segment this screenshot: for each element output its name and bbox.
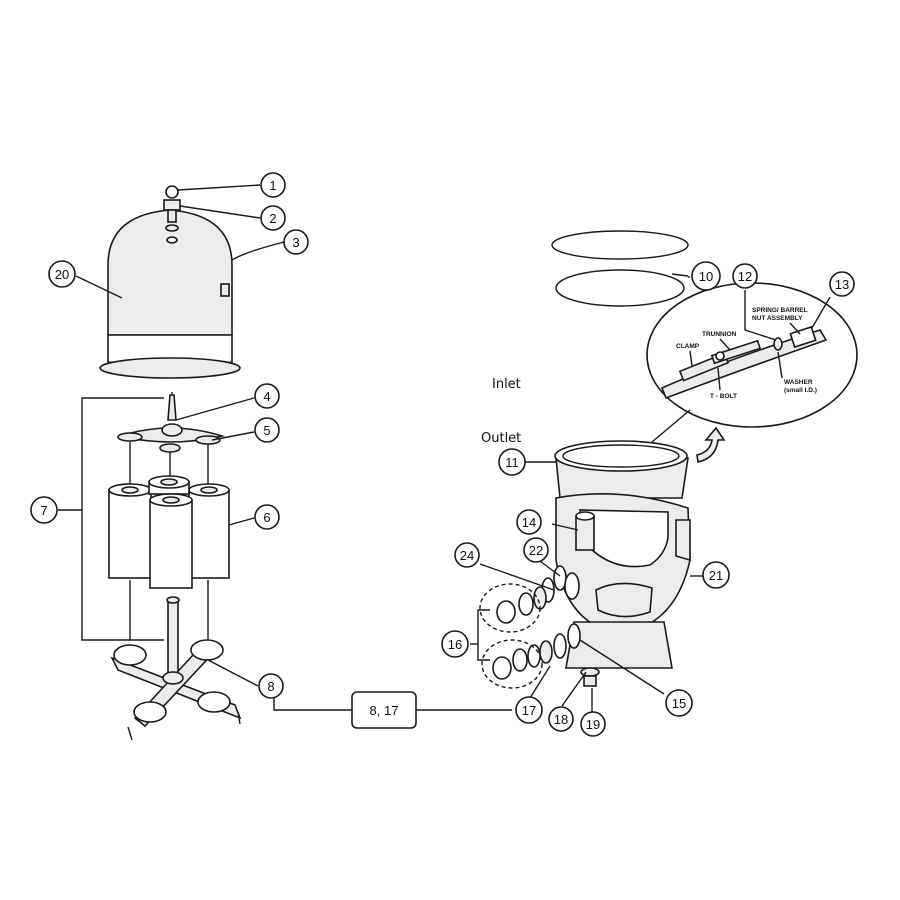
- outlet-union-fittings: [492, 623, 581, 680]
- svg-text:20: 20: [55, 267, 69, 282]
- callout-5: 5: [254, 417, 280, 443]
- callout-12: 12: [732, 263, 758, 289]
- combo-callout-box: 8, 17: [351, 691, 417, 729]
- callout-19: 19: [580, 711, 606, 737]
- dashed-group-rings: [479, 583, 543, 689]
- callout-18: 18: [548, 706, 574, 732]
- tank-body: [554, 440, 691, 687]
- spring-label-2: NUT ASSEMBLY: [752, 315, 803, 322]
- svg-text:7: 7: [40, 503, 47, 518]
- svg-text:8: 8: [267, 679, 274, 694]
- callout-2: 2: [260, 205, 286, 231]
- callout-15: 15: [665, 689, 693, 717]
- svg-text:3: 3: [292, 235, 299, 250]
- callout-24: 24: [454, 542, 480, 568]
- callout-8: 8: [258, 673, 284, 699]
- inlet-label: Inlet: [492, 377, 521, 392]
- combo-callout-text: 8, 17: [370, 703, 399, 718]
- svg-text:5: 5: [263, 423, 270, 438]
- svg-text:17: 17: [522, 703, 536, 718]
- o-ring: [551, 230, 689, 307]
- svg-text:1: 1: [269, 178, 276, 193]
- svg-text:2: 2: [269, 211, 276, 226]
- callout-16: 16: [441, 630, 469, 658]
- outlet-label: Outlet: [481, 431, 521, 446]
- trunnion-label: TRUNNION: [702, 331, 737, 338]
- callout-21: 21: [702, 561, 730, 589]
- spring-label-1: SPRING/ BARREL: [752, 307, 808, 314]
- inlet-union-fittings: [496, 565, 580, 624]
- callout-17: 17: [515, 696, 543, 724]
- manifold: [117, 392, 226, 453]
- svg-text:24: 24: [460, 548, 474, 563]
- filter-cartridges: [108, 441, 230, 640]
- callout-14: 14: [516, 509, 542, 535]
- svg-text:15: 15: [672, 696, 686, 711]
- spring-barrel-nut: [789, 325, 817, 349]
- callout-10: 10: [691, 261, 721, 291]
- svg-text:11: 11: [505, 455, 519, 470]
- detail-arrow-icon: [696, 426, 726, 463]
- svg-text:13: 13: [835, 277, 849, 292]
- tbolt-label: T - BOLT: [710, 393, 737, 400]
- washer-label-2: (small I.D.): [784, 387, 817, 394]
- callout-11: 11: [498, 448, 526, 476]
- clamp-detail-inset: [646, 282, 858, 428]
- svg-text:21: 21: [709, 568, 723, 583]
- svg-text:14: 14: [522, 515, 536, 530]
- callout-22: 22: [523, 537, 549, 563]
- callout-1: 1: [260, 172, 286, 198]
- svg-text:18: 18: [554, 712, 568, 727]
- leader-lines: [58, 184, 831, 712]
- pressure-gauge: [163, 185, 181, 244]
- callout-4: 4: [254, 383, 280, 409]
- detail-labels: CLAMP TRUNNION SPRING/ BARREL NUT ASSEMB…: [676, 307, 817, 400]
- callout-7: 7: [30, 496, 58, 524]
- svg-text:19: 19: [586, 717, 600, 732]
- clamp-label: CLAMP: [676, 343, 700, 350]
- callout-13: 13: [829, 271, 855, 297]
- svg-text:10: 10: [699, 269, 713, 284]
- callout-3: 3: [283, 229, 309, 255]
- callout-6: 6: [254, 504, 280, 530]
- svg-text:22: 22: [529, 543, 543, 558]
- svg-text:6: 6: [263, 510, 270, 525]
- washer-label-1: WASHER: [784, 379, 813, 386]
- svg-text:4: 4: [263, 389, 270, 404]
- callout-20: 20: [48, 260, 76, 288]
- tank-lid: [99, 209, 241, 379]
- bottom-manifold: [110, 596, 242, 741]
- svg-text:12: 12: [738, 269, 752, 284]
- svg-text:16: 16: [448, 637, 462, 652]
